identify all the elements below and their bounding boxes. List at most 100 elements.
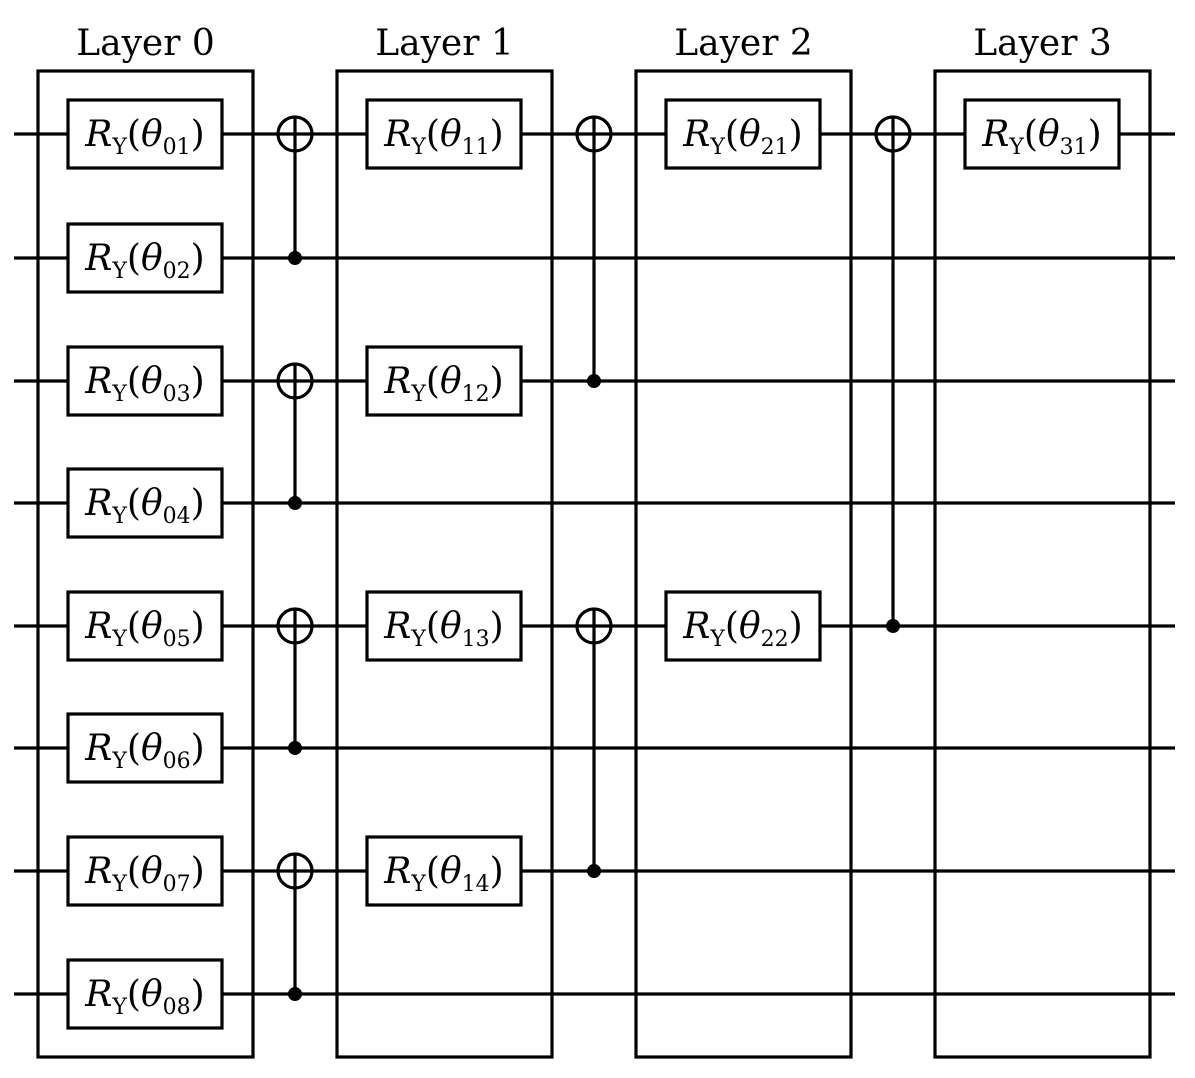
close-paren: ) — [191, 483, 205, 524]
open-paren: ( — [426, 114, 440, 155]
cnot-gate — [276, 852, 314, 1001]
gate-box — [365, 345, 523, 417]
gate-param: θ — [739, 114, 761, 155]
layer-group: Layer 0RY(θ01)RY(θ02)RY(θ03)RY(θ04)RY(θ0… — [36, 23, 1152, 1059]
gate-param-index: 12 — [462, 382, 490, 407]
layer-2: Layer 2RY(θ21)RY(θ22) — [634, 23, 853, 1059]
gate-param: θ — [440, 851, 462, 892]
gate-axis: Y — [111, 749, 127, 774]
layer-box — [933, 69, 1152, 1059]
gate-param: θ — [1038, 114, 1060, 155]
open-paren: ( — [127, 361, 141, 402]
cnot-control — [587, 374, 601, 388]
cnot-gate — [276, 607, 314, 755]
cnot-control — [288, 251, 302, 265]
close-paren: ) — [490, 606, 504, 647]
gate-param-index: 04 — [163, 504, 191, 529]
cnot-control — [288, 741, 302, 755]
gate-box — [66, 222, 224, 294]
ry-gate: RY(θ05) — [66, 590, 224, 662]
gate-box — [66, 835, 224, 907]
gate-param: θ — [440, 361, 462, 402]
gate-name: R — [383, 851, 411, 892]
layer-box — [634, 69, 853, 1059]
gate-name: R — [682, 606, 710, 647]
cnot-control — [288, 496, 302, 510]
gate-label: RY(θ03) — [84, 361, 204, 407]
gate-axis: Y — [410, 627, 426, 652]
gate-label: RY(θ02) — [84, 238, 204, 284]
cnot-gate — [874, 115, 912, 633]
layer-title: Layer 1 — [375, 23, 514, 64]
open-paren: ( — [725, 606, 739, 647]
gate-param-index: 02 — [163, 259, 191, 284]
gate-label: RY(θ06) — [84, 728, 204, 774]
gate-param: θ — [141, 606, 163, 647]
close-paren: ) — [191, 114, 205, 155]
gate-box — [66, 98, 224, 170]
gate-axis: Y — [111, 627, 127, 652]
close-paren: ) — [490, 114, 504, 155]
layer-box — [335, 69, 554, 1059]
gate-name: R — [84, 238, 112, 279]
gate-label: RY(θ11) — [383, 114, 503, 160]
open-paren: ( — [127, 114, 141, 155]
gate-axis: Y — [709, 135, 725, 160]
ry-gate: RY(θ11) — [365, 98, 523, 170]
cnot-gate — [276, 115, 314, 265]
gate-name: R — [84, 114, 112, 155]
gate-name: R — [84, 361, 112, 402]
gate-name: R — [84, 483, 112, 524]
gate-name: R — [84, 606, 112, 647]
gate-axis: Y — [111, 382, 127, 407]
gate-param-index: 11 — [462, 135, 490, 160]
gate-param: θ — [141, 114, 163, 155]
gate-box — [66, 590, 224, 662]
gate-name: R — [981, 114, 1009, 155]
gate-name: R — [84, 851, 112, 892]
gate-label: RY(θ21) — [682, 114, 802, 160]
ry-gate: RY(θ03) — [66, 345, 224, 417]
gate-param-index: 05 — [163, 627, 191, 652]
ry-gate: RY(θ02) — [66, 222, 224, 294]
gate-name: R — [383, 361, 411, 402]
cnot-gate — [575, 607, 613, 878]
gate-param-index: 03 — [163, 382, 191, 407]
gate-param-index: 31 — [1060, 135, 1088, 160]
close-paren: ) — [191, 606, 205, 647]
gate-axis: Y — [111, 135, 127, 160]
cnot-control — [288, 987, 302, 1001]
open-paren: ( — [127, 851, 141, 892]
gate-param: θ — [141, 728, 163, 769]
gate-box — [66, 467, 224, 539]
open-paren: ( — [127, 606, 141, 647]
gate-label: RY(θ14) — [383, 851, 503, 897]
cnot-control — [886, 619, 900, 633]
layer-title: Layer 2 — [674, 23, 813, 64]
close-paren: ) — [191, 728, 205, 769]
gate-param: θ — [141, 238, 163, 279]
ry-gate: RY(θ06) — [66, 712, 224, 784]
cnot-gate — [276, 362, 314, 510]
cnot-group — [276, 115, 912, 1001]
close-paren: ) — [191, 851, 205, 892]
gate-param: θ — [141, 483, 163, 524]
ry-gate: RY(θ21) — [664, 98, 822, 170]
gate-param: θ — [440, 606, 462, 647]
gate-box — [365, 98, 523, 170]
cnot-control — [587, 864, 601, 878]
close-paren: ) — [789, 606, 803, 647]
close-paren: ) — [490, 361, 504, 402]
gate-param-index: 22 — [761, 627, 789, 652]
gate-label: RY(θ13) — [383, 606, 503, 652]
close-paren: ) — [191, 238, 205, 279]
ry-gate: RY(θ22) — [664, 590, 822, 662]
gate-param: θ — [141, 974, 163, 1015]
gate-axis: Y — [410, 382, 426, 407]
gate-axis: Y — [111, 504, 127, 529]
close-paren: ) — [490, 851, 504, 892]
close-paren: ) — [191, 974, 205, 1015]
gate-label: RY(θ05) — [84, 606, 204, 652]
ry-gate: RY(θ08) — [66, 958, 224, 1030]
